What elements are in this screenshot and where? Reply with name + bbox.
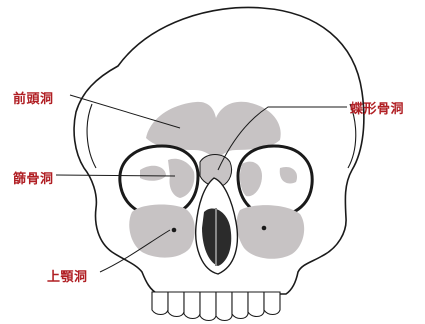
ethmoid-sinus-label: 篩骨洞 <box>13 168 54 187</box>
maxillary-sinus-label: 上顎洞 <box>47 266 88 285</box>
sphenoid-sinus-label: 蝶形骨洞 <box>350 98 404 117</box>
upper-teeth <box>152 292 280 321</box>
frontal-sinus-label: 前頭洞 <box>13 88 54 107</box>
